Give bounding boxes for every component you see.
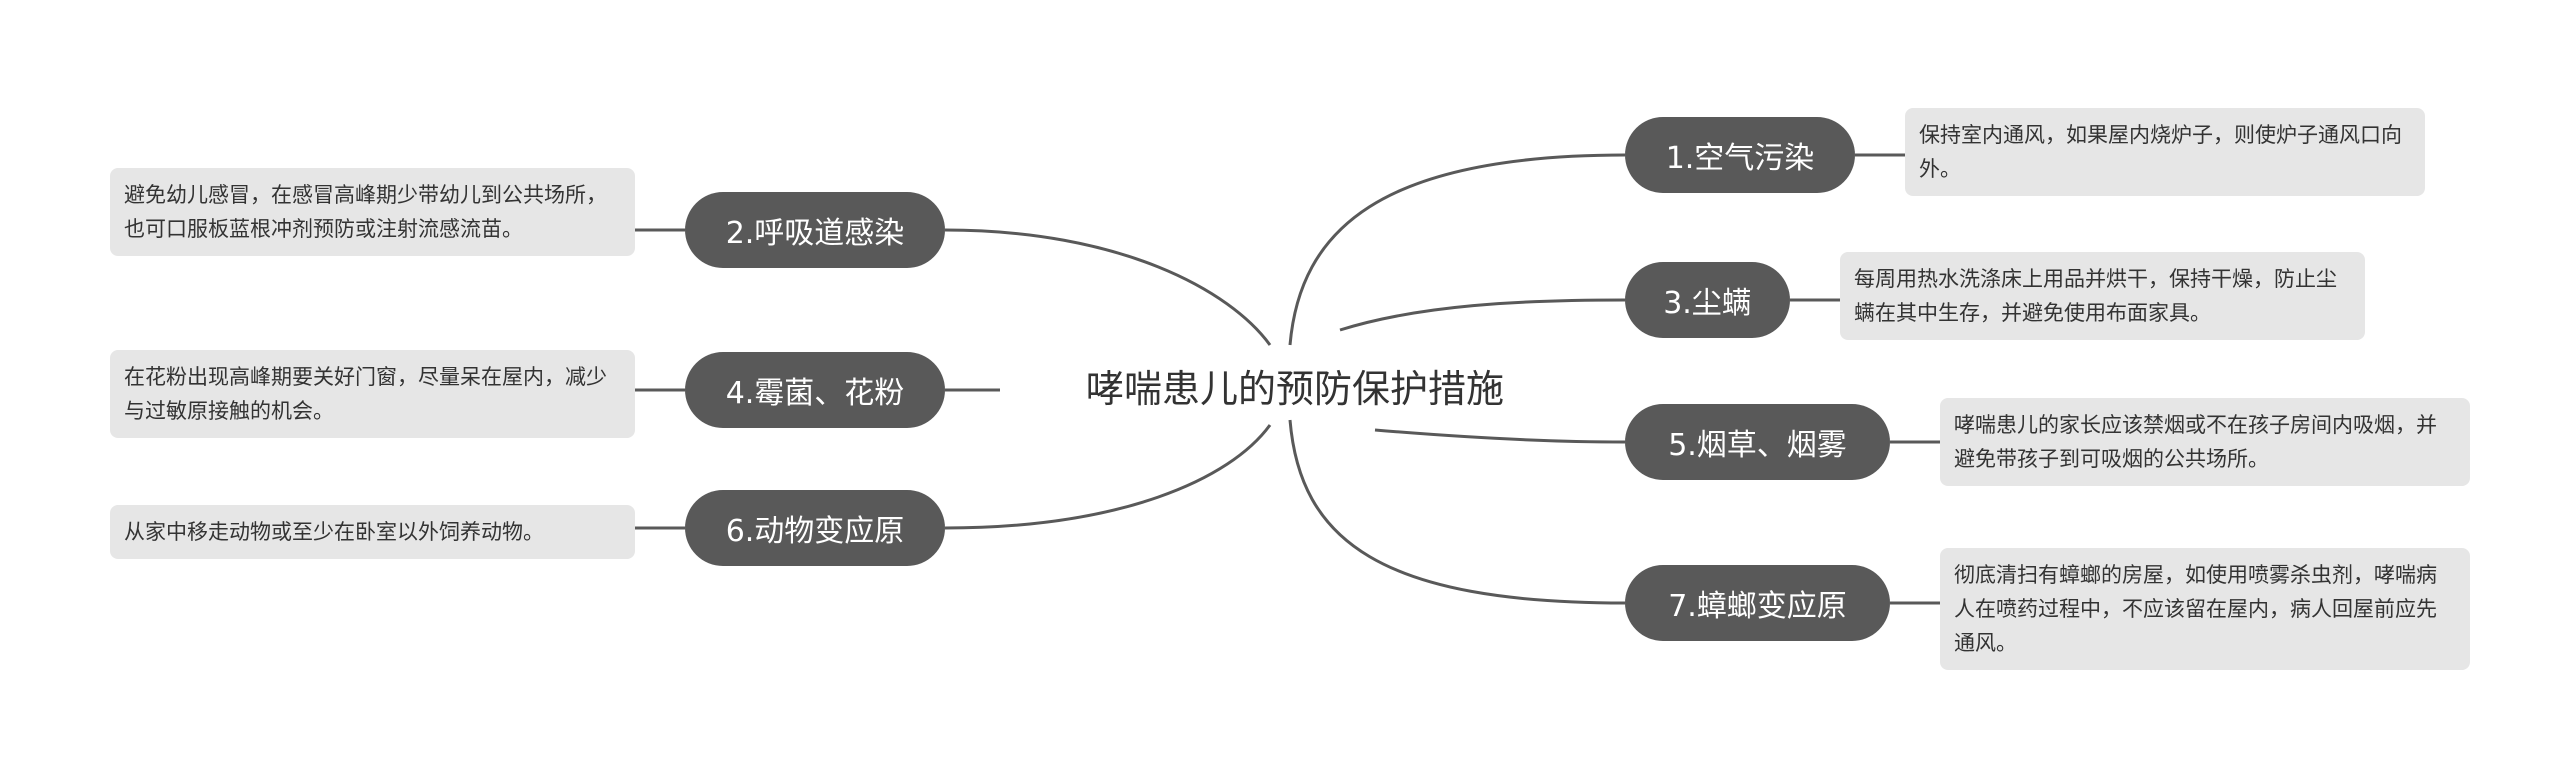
note-2: 避免幼儿感冒，在感冒高峰期少带幼儿到公共场所，也可口服板蓝根冲剂预防或注射流感流… [110, 168, 635, 256]
topic-2-respiratory-infection[interactable]: 2.呼吸道感染 [685, 192, 945, 268]
topic-3-dust-mites[interactable]: 3.尘螨 [1625, 262, 1790, 338]
link-center-topic-6 [944, 424, 1272, 530]
topic-6-animal-allergens[interactable]: 6.动物变应原 [685, 490, 945, 566]
link-center-topic-1 [1288, 153, 1626, 346]
central-topic[interactable]: 哮喘患儿的预防保护措施 [1085, 366, 1504, 411]
note-3: 每周用热水洗涤床上用品并烘干，保持干燥，防止尘螨在其中生存，并避免使用布面家具。 [1840, 252, 2365, 340]
topic-1-air-pollution[interactable]: 1.空气污染 [1625, 117, 1855, 193]
note-7: 彻底清扫有蟑螂的房屋，如使用喷雾杀虫剂，哮喘病人在喷药过程中，不应该留在屋内，病… [1940, 548, 2470, 670]
note-6: 从家中移走动物或至少在卧室以外饲养动物。 [110, 505, 635, 559]
link-center-topic-5 [1374, 428, 1626, 444]
note-4: 在花粉出现高峰期要关好门窗，尽量呆在屋内，减少与过敏原接触的机会。 [110, 350, 635, 438]
link-center-topic-7 [1288, 419, 1626, 605]
topic-5-tobacco-smoke[interactable]: 5.烟草、烟雾 [1625, 404, 1890, 480]
link-center-topic-3 [1339, 298, 1626, 332]
note-5: 哮喘患儿的家长应该禁烟或不在孩子房间内吸烟，并避免带孩子到可吸烟的公共场所。 [1940, 398, 2470, 486]
topic-7-cockroach-allergens[interactable]: 7.蟑螂变应原 [1625, 565, 1890, 641]
note-1: 保持室内通风，如果屋内烧炉子，则使炉子通风口向外。 [1905, 108, 2425, 196]
link-center-topic-2 [944, 228, 1272, 346]
topic-4-mold-pollen[interactable]: 4.霉菌、花粉 [685, 352, 945, 428]
